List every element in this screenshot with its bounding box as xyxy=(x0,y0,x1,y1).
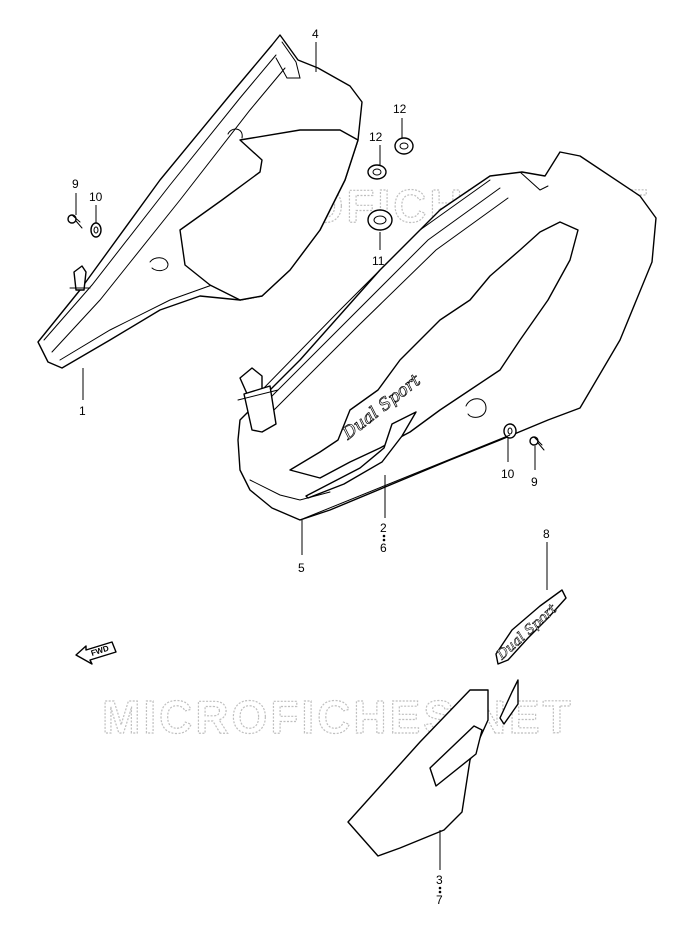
callout-10-right: 10 xyxy=(501,467,515,481)
screw-left xyxy=(67,214,83,229)
right-frame-cover: Dual Sport xyxy=(237,151,657,521)
callout-6: 6 xyxy=(380,541,387,555)
watermark-bottom: MICROFICHES.NET xyxy=(102,691,574,743)
callout-4: 4 xyxy=(312,27,319,41)
callout-12-upper: 12 xyxy=(393,102,407,116)
screw-right xyxy=(529,436,545,451)
lower-decal-panel xyxy=(347,679,519,857)
callout-8: 8 xyxy=(543,527,550,541)
left-frame-cover xyxy=(37,34,363,369)
callouts: 1 4 9 10 12 12 11 5 2 6 10 9 8 3 7 xyxy=(72,27,550,907)
grommet-11 xyxy=(367,209,393,231)
separator-dot-2-6-bottom xyxy=(382,538,386,542)
decal-script-small: Dual Sport xyxy=(493,601,560,664)
nut-12-lower xyxy=(367,164,387,180)
decal-dual-sport: Dual Sport xyxy=(493,589,567,665)
callout-1: 1 xyxy=(79,404,86,418)
separator-dot-3-7-bottom xyxy=(438,890,442,894)
callout-10-left: 10 xyxy=(89,190,103,204)
washer-right xyxy=(503,423,517,439)
callout-9-right: 9 xyxy=(531,475,538,489)
callout-7: 7 xyxy=(436,893,443,907)
callout-5: 5 xyxy=(298,561,305,575)
callout-11: 11 xyxy=(372,254,385,268)
callout-2: 2 xyxy=(380,521,387,535)
nut-12-upper xyxy=(394,137,414,155)
fwd-arrow-icon: FWD xyxy=(75,641,117,665)
callout-12-lower: 12 xyxy=(369,130,383,144)
separator-dot-3-7-top xyxy=(438,886,442,890)
leader-lines xyxy=(75,42,548,870)
callout-3: 3 xyxy=(436,873,443,887)
washer-left xyxy=(90,222,102,238)
separator-dot-2-6-top xyxy=(382,534,386,538)
callout-9-left: 9 xyxy=(72,177,79,191)
